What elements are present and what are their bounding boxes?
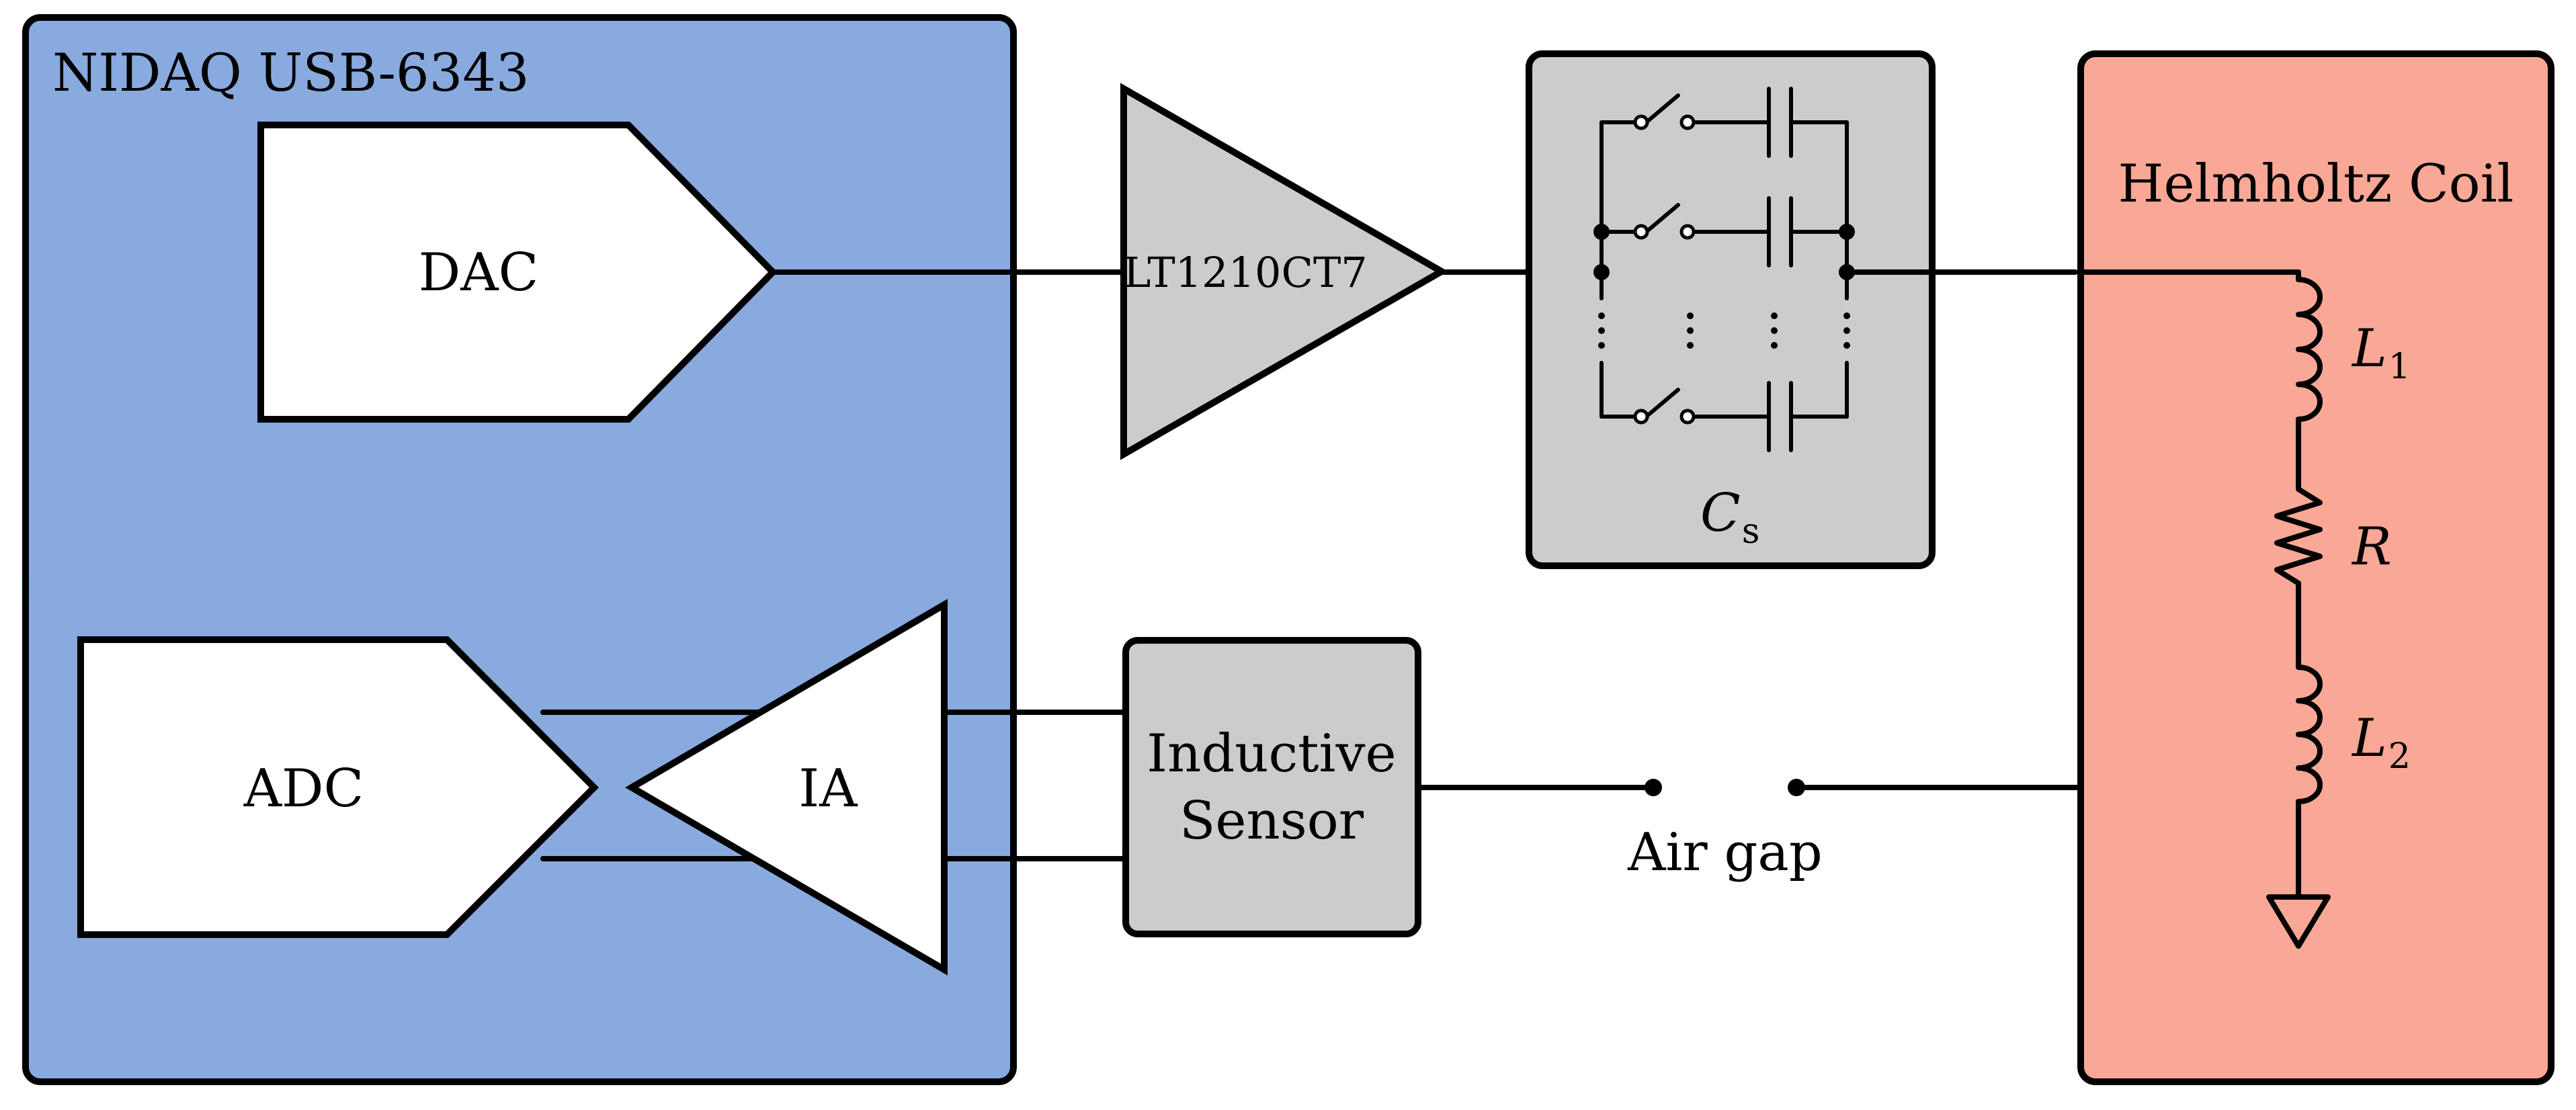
- capacitor-bank-circuit: [1593, 87, 2078, 452]
- air-gap-label: Air gap: [1627, 822, 1823, 883]
- sensor-label-line2: Sensor: [1179, 791, 1364, 851]
- inductor-l1-label: L1: [2351, 318, 2411, 387]
- lt1210-label: LT1210CT7: [1123, 248, 1368, 297]
- dac-label: DAC: [419, 243, 539, 303]
- dac-block: [257, 122, 778, 423]
- inductor-l2-label: L2: [2351, 708, 2411, 777]
- lt1210-amplifier: [1120, 83, 1449, 460]
- helmholtz-coil-title: Helmholtz Coil: [2118, 154, 2514, 214]
- ia-label: IA: [798, 759, 858, 819]
- adc-label: ADC: [243, 759, 364, 819]
- helmholtz-coil-box: [2077, 50, 2554, 1085]
- sensor-label-line1: Inductive: [1147, 724, 1396, 784]
- capacitor-bank-box: [1526, 50, 1936, 569]
- coil-circuit: [2078, 269, 2331, 949]
- daq-title: NIDAQ USB-6343: [52, 43, 529, 103]
- adc-block: [77, 636, 599, 938]
- capacitor-bank-label: Cs: [1700, 483, 1759, 552]
- air-gap-terminal-left: [1645, 779, 1662, 796]
- ia-amplifier: [625, 599, 948, 976]
- resistor-r-label: R: [2351, 517, 2392, 577]
- inductive-sensor-box: [1122, 637, 1421, 937]
